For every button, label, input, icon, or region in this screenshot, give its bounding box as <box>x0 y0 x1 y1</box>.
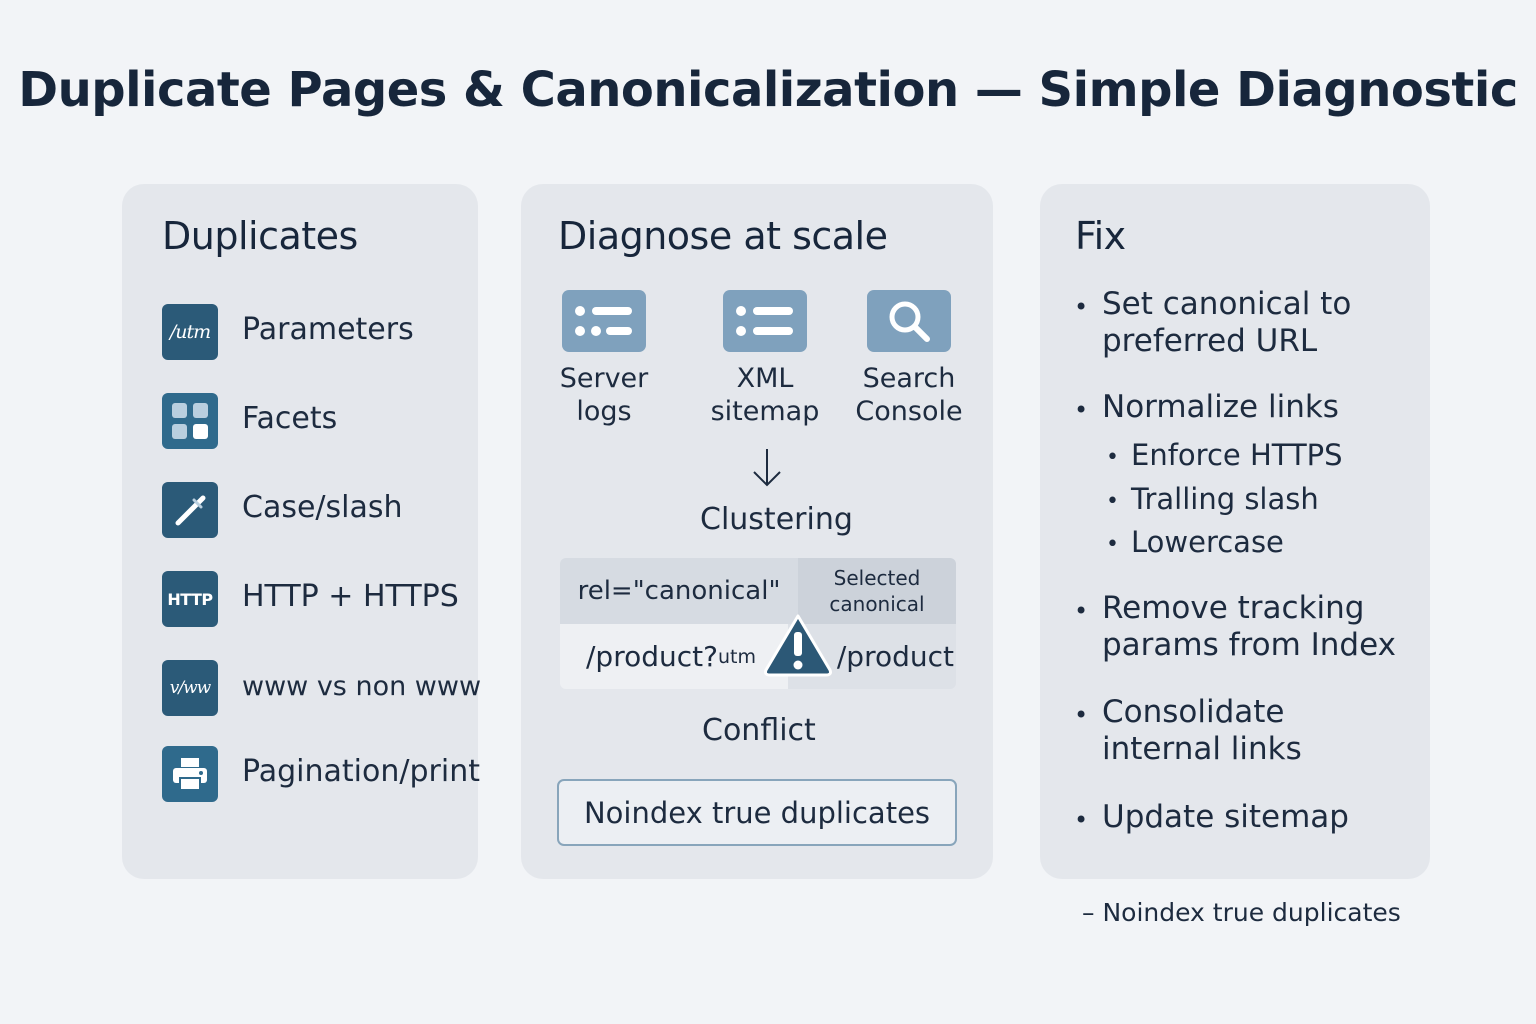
fix-subitem-https: Enforce HTTPS <box>1131 438 1343 472</box>
printer-icon <box>162 746 218 802</box>
bullet: • <box>1074 293 1089 321</box>
duplicate-item-facets: Facets <box>162 393 472 449</box>
duplicate-item-pagination: Pagination/print <box>162 746 480 802</box>
bullet: • <box>1074 806 1089 834</box>
arrow-down-icon <box>753 449 781 487</box>
source-label: Server logs <box>559 363 649 427</box>
rel-canonical-header: rel="canonical" <box>560 558 798 624</box>
diagnose-title: Diagnose at scale <box>558 214 888 258</box>
clustering-label: Clustering <box>700 502 853 537</box>
duplicate-label: Facets <box>242 401 338 436</box>
list-icon <box>723 290 807 352</box>
noindex-duplicates-button[interactable]: Noindex true duplicates <box>557 779 957 846</box>
sub-bullet: • <box>1106 489 1119 514</box>
duplicates-title: Duplicates <box>162 214 358 258</box>
fix-item-consolidate: Consolidate internal links <box>1102 694 1302 767</box>
utm-icon: /utm <box>162 304 218 360</box>
bullet: • <box>1074 597 1089 625</box>
duplicate-item-http-https: HTTP HTTP + HTTPS <box>162 571 472 627</box>
fix-title: Fix <box>1075 214 1126 258</box>
bullet: • <box>1074 396 1089 424</box>
source-label: XML sitemap <box>710 363 820 427</box>
fix-panel <box>1040 184 1430 879</box>
duplicate-label: HTTP + HTTPS <box>242 579 459 614</box>
conflict-label: Conflict <box>702 713 816 748</box>
duplicate-label: Case/slash <box>242 490 403 525</box>
duplicate-label: Pagination/print <box>242 754 480 789</box>
duplicate-item-case-slash: Case/slash <box>162 482 472 538</box>
source-xml-sitemap: XML sitemap <box>690 290 840 428</box>
fix-item-set-canonical: Set canonical to preferred URL <box>1102 286 1352 359</box>
www-icon: v/ww <box>162 660 218 716</box>
sub-bullet: • <box>1106 445 1119 470</box>
declared-url-cell: /product?utm <box>560 624 788 689</box>
fix-item-update-sitemap: Update sitemap <box>1102 799 1349 835</box>
source-search-console: Search Console <box>834 290 984 428</box>
fix-subitem-lowercase: Lowercase <box>1131 525 1284 559</box>
fix-item-remove-tracking: Remove tracking params from Index <box>1102 590 1396 663</box>
slash-icon <box>162 482 218 538</box>
source-server-logs: Server logs <box>529 290 679 428</box>
sub-bullet: • <box>1106 532 1119 557</box>
duplicate-label: Parameters <box>242 312 414 347</box>
fix-item-normalize-links: Normalize links <box>1102 389 1339 425</box>
page-title: Duplicate Pages & Canonicalization — Sim… <box>18 62 1518 118</box>
selected-canonical-header: Selected canonical <box>798 558 956 624</box>
bullet: • <box>1074 701 1089 729</box>
http-icon: HTTP <box>162 571 218 627</box>
grid-icon <box>162 393 218 449</box>
list-icon <box>562 290 646 352</box>
source-label: Search Console <box>855 363 963 427</box>
duplicate-item-parameters: /utm Parameters <box>162 304 472 360</box>
search-icon <box>867 290 951 352</box>
warning-icon <box>764 614 832 677</box>
fix-subitem-trailing-slash: Tralling slash <box>1131 482 1319 516</box>
duplicate-item-www: v/ww www vs non www <box>162 660 481 716</box>
duplicate-label: www vs non www <box>242 671 482 702</box>
canonical-table: rel="canonical" Selected canonical /prod… <box>560 558 956 689</box>
footnote: – Noindex true duplicates <box>1082 898 1401 927</box>
